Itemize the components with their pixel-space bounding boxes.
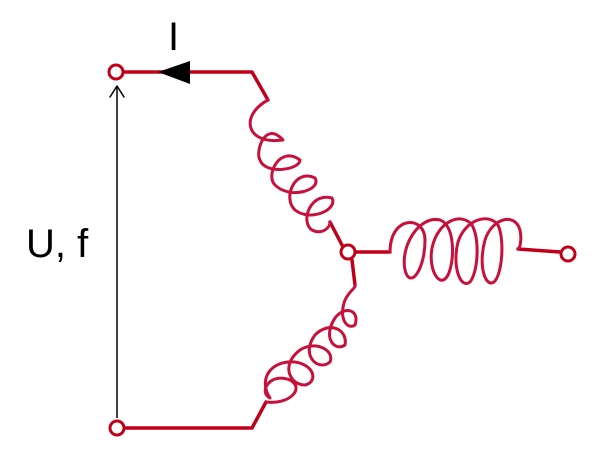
current-arrow-icon bbox=[158, 61, 190, 84]
bottom-coil bbox=[263, 283, 358, 404]
bottom-coil-lead bbox=[350, 258, 357, 287]
voltage-arrowhead-icon bbox=[109, 85, 125, 98]
center-star-node bbox=[339, 243, 357, 261]
right-coil bbox=[388, 217, 523, 286]
top-coil-lead bbox=[328, 220, 344, 247]
bottom-wire bbox=[123, 400, 268, 430]
right-terminal bbox=[559, 245, 577, 263]
top-coil bbox=[248, 98, 335, 234]
bottom-left-terminal bbox=[108, 419, 126, 437]
top-left-terminal bbox=[107, 63, 125, 81]
current-label: I bbox=[168, 15, 179, 59]
right-wire bbox=[516, 247, 562, 254]
top-wire bbox=[121, 70, 270, 102]
voltage-frequency-label: U, f bbox=[26, 222, 89, 266]
